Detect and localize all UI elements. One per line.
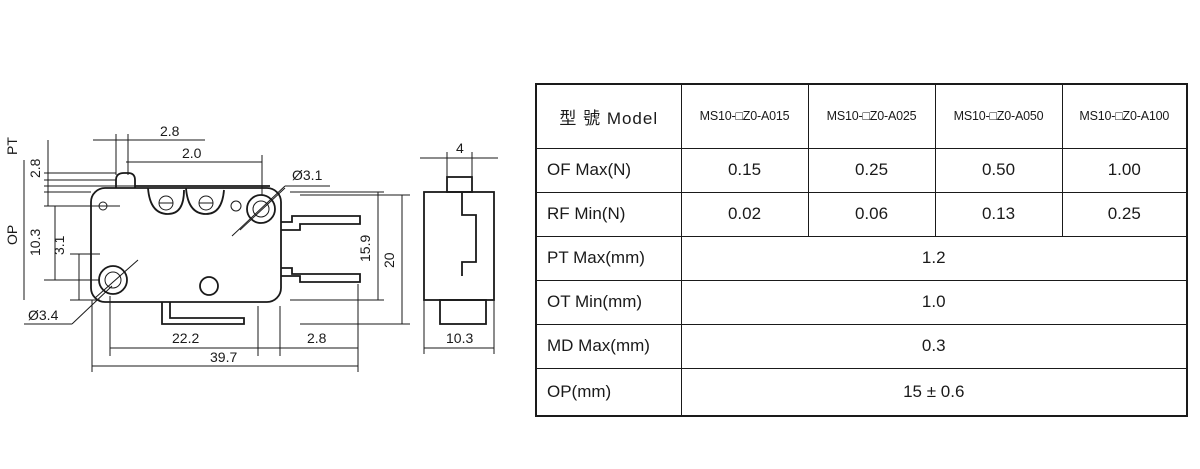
mounting-hole-top: [246, 194, 276, 224]
dim-top-2-0: 2.0: [182, 145, 202, 161]
table-cell: 0.25: [807, 147, 936, 193]
dim-top-2-8: 2.8: [160, 123, 180, 139]
table-cell: 0.06: [807, 191, 936, 237]
row-label-pt-max: PT Max(mm): [535, 235, 682, 281]
pt-label: PT: [4, 137, 20, 155]
front-dimensions: [23, 134, 410, 372]
table-cell: 15 ± 0.6: [680, 367, 1188, 417]
table-row: OP(mm) 15 ± 0.6: [535, 367, 1188, 417]
side-view: [420, 152, 498, 354]
model-column-3: MS10-□Z0-A050: [934, 83, 1063, 149]
table-cell: 0.02: [680, 191, 809, 237]
dim-39-7: 39.7: [210, 349, 237, 365]
side-plunger: [446, 176, 473, 193]
table-cell: 0.13: [934, 191, 1063, 237]
bump-1: [147, 187, 185, 215]
model-column-2: MS10-□Z0-A025: [807, 83, 936, 149]
side-body: [423, 191, 495, 301]
dim-side-width: 4: [456, 140, 464, 156]
row-label-rf-min: RF Min(N): [535, 191, 682, 237]
dim-hole-top: Ø3.1: [292, 167, 323, 183]
specification-table: 型 號 Model MS10-□Z0-A015 MS10-□Z0-A025 MS…: [535, 83, 1188, 417]
table-cell: 0.50: [934, 147, 1063, 193]
dim-22-2: 22.2: [172, 330, 199, 346]
table-row: OF Max(N) 0.15 0.25 0.50 1.00: [535, 147, 1188, 193]
table-row: MD Max(mm) 0.3: [535, 323, 1188, 369]
table-cell: 0.3: [680, 323, 1188, 369]
dim-15-9: 15.9: [357, 235, 373, 262]
table-row: PT Max(mm) 1.2: [535, 235, 1188, 281]
small-hole: [230, 200, 242, 212]
table-cell: 1.00: [1061, 147, 1188, 193]
model-header-label: 型 號 Model: [535, 83, 682, 149]
table-row: RF Min(N) 0.02 0.06 0.13 0.25: [535, 191, 1188, 237]
op-label: OP: [4, 225, 20, 245]
model-column-4: MS10-□Z0-A100: [1061, 83, 1188, 149]
model-column-1: MS10-□Z0-A015: [680, 83, 809, 149]
table-cell: 1.2: [680, 235, 1188, 281]
terminal-lower: [281, 267, 361, 283]
front-view: [90, 172, 361, 325]
dim-20: 20: [381, 252, 397, 268]
row-label-of-max: OF Max(N): [535, 147, 682, 193]
table-cell: 0.25: [1061, 191, 1188, 237]
table-cell: 0.15: [680, 147, 809, 193]
table-row: OT Min(mm) 1.0: [535, 279, 1188, 325]
row-label-op: OP(mm): [535, 367, 682, 417]
dim-side-depth: 10.3: [446, 330, 473, 346]
terminal-bottom: [161, 302, 245, 325]
side-terminal: [439, 299, 487, 325]
bump-2: [185, 187, 225, 215]
row-label-ot-min: OT Min(mm): [535, 279, 682, 325]
dim-hole-bottom: Ø3.4: [28, 307, 59, 323]
table-header-row: 型 號 Model MS10-□Z0-A015 MS10-□Z0-A025 MS…: [535, 83, 1188, 149]
switch-dimension-drawing: PT 2.8 OP 10.3 3.1 2.8 2.0 Ø3.1 Ø3.4 15.…: [4, 123, 498, 372]
table-cell: 1.0: [680, 279, 1188, 325]
pt-value: 2.8: [27, 158, 43, 178]
row-label-md-max: MD Max(mm): [535, 323, 682, 369]
op-value: 10.3: [27, 229, 43, 256]
dim-2-8-bottom: 2.8: [307, 330, 327, 346]
center-hole: [199, 276, 219, 296]
op-inner-value: 3.1: [51, 235, 67, 255]
actuator-plunger: [115, 172, 136, 188]
terminal-upper: [281, 215, 361, 231]
